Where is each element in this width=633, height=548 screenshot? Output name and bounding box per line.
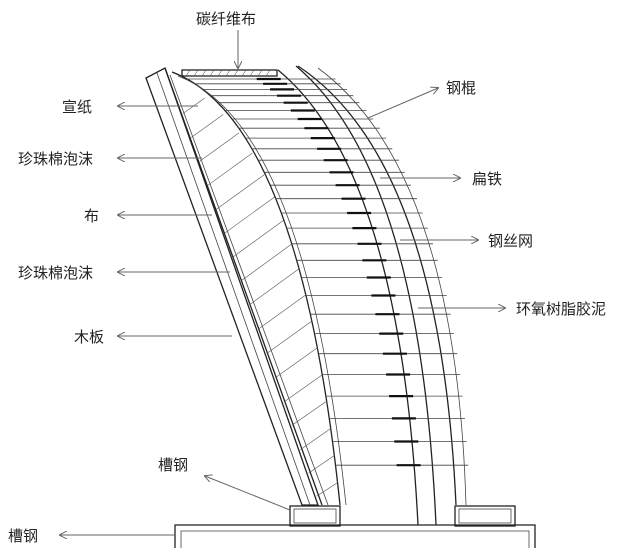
label-flat-iron: 扁铁 — [472, 170, 502, 188]
wood-board — [145, 67, 319, 506]
channel-steel-blocks — [289, 505, 516, 527]
label-steel-rod: 钢棍 — [446, 79, 476, 97]
label-pearl-foam-2: 珍珠棉泡沫 — [18, 264, 93, 282]
flat-iron — [297, 65, 467, 506]
label-channel-steel-1: 槽钢 — [158, 456, 188, 474]
label-cloth: 布 — [84, 207, 99, 225]
base-channel-steel — [174, 524, 536, 548]
wire-mesh-rungs — [187, 77, 469, 467]
label-epoxy-putty: 环氧树脂胶泥 — [516, 300, 606, 318]
label-pearl-foam-1: 珍珠棉泡沫 — [18, 150, 93, 168]
label-arrows — [60, 30, 505, 535]
label-steel-wire-mesh: 钢丝网 — [488, 232, 533, 250]
label-wood-board: 木板 — [74, 328, 104, 346]
label-rice-paper: 宣纸 — [62, 98, 92, 116]
carbon-fiber-strip — [181, 69, 278, 77]
inner-layers — [164, 67, 347, 506]
label-carbon-fiber-cloth: 碳纤维布 — [196, 10, 256, 28]
hatch-fill — [172, 82, 340, 500]
label-channel-steel-2: 槽钢 — [8, 527, 38, 545]
